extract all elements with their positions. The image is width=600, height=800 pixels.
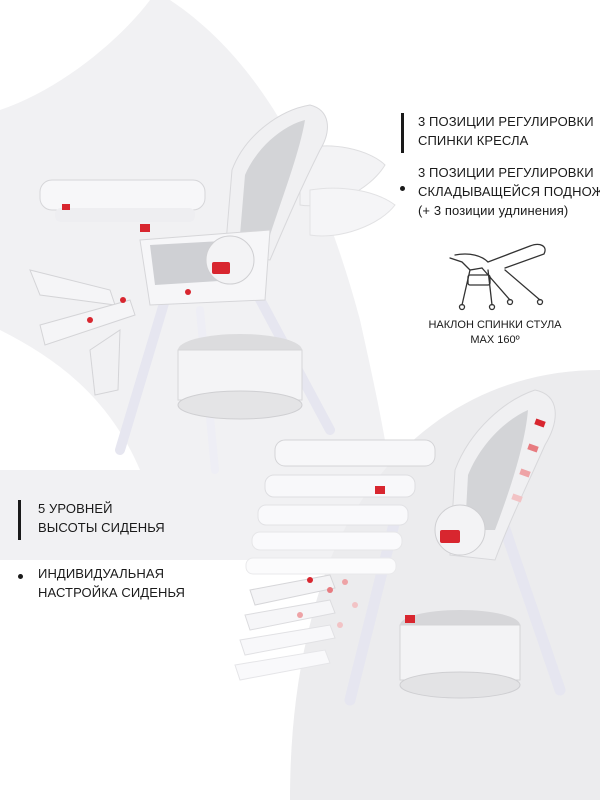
feature-line: 3 ПОЗИЦИИ РЕГУЛИРОВКИ <box>418 114 594 129</box>
feature-footrest-adjust: 3 ПОЗИЦИИ РЕГУЛИРОВКИ СКЛАДЫВАЩЕЙСЯ ПОДН… <box>418 163 600 220</box>
feature-line: (+ 3 позиции удлинения) <box>418 203 569 218</box>
feature-line: НАСТРОЙКА СИДЕНЬЯ <box>38 585 185 600</box>
feature-seat-height: 5 УРОВНЕЙ ВЫСОТЫ СИДЕНЬЯ <box>38 499 165 537</box>
feature-backrest-adjust: 3 ПОЗИЦИИ РЕГУЛИРОВКИ СПИНКИ КРЕСЛА <box>418 112 594 150</box>
feature-line: СПИНКИ КРЕСЛА <box>418 133 529 148</box>
feature-line: 5 УРОВНЕЙ <box>38 501 113 516</box>
highchair-recline-icon <box>449 243 546 311</box>
feature-line: ВЫСОТЫ СИДЕНЬЯ <box>38 520 165 535</box>
feature-line: 3 ПОЗИЦИИ РЕГУЛИРОВКИ <box>418 165 594 180</box>
feature-line: СКЛАДЫВАЩЕЙСЯ ПОДНОЖКИ <box>418 184 600 199</box>
caption-line: НАКЛОН СПИНКИ СТУЛА <box>428 319 562 331</box>
top-highchair <box>29 104 396 474</box>
caption-line: MAX 160º <box>470 334 520 346</box>
bottom-highchair <box>234 389 566 706</box>
recline-caption: НАКЛОН СПИНКИ СТУЛА MAX 160º <box>420 318 570 348</box>
feature-line: ИНДИВИДУАЛЬНАЯ <box>38 566 165 581</box>
feature-bar-backrest <box>401 113 404 153</box>
feature-dot-footrest <box>400 186 405 191</box>
feature-dot-seat-custom <box>18 574 23 579</box>
feature-bar-seat-height <box>18 500 21 540</box>
feature-seat-custom: ИНДИВИДУАЛЬНАЯ НАСТРОЙКА СИДЕНЬЯ <box>38 564 185 602</box>
